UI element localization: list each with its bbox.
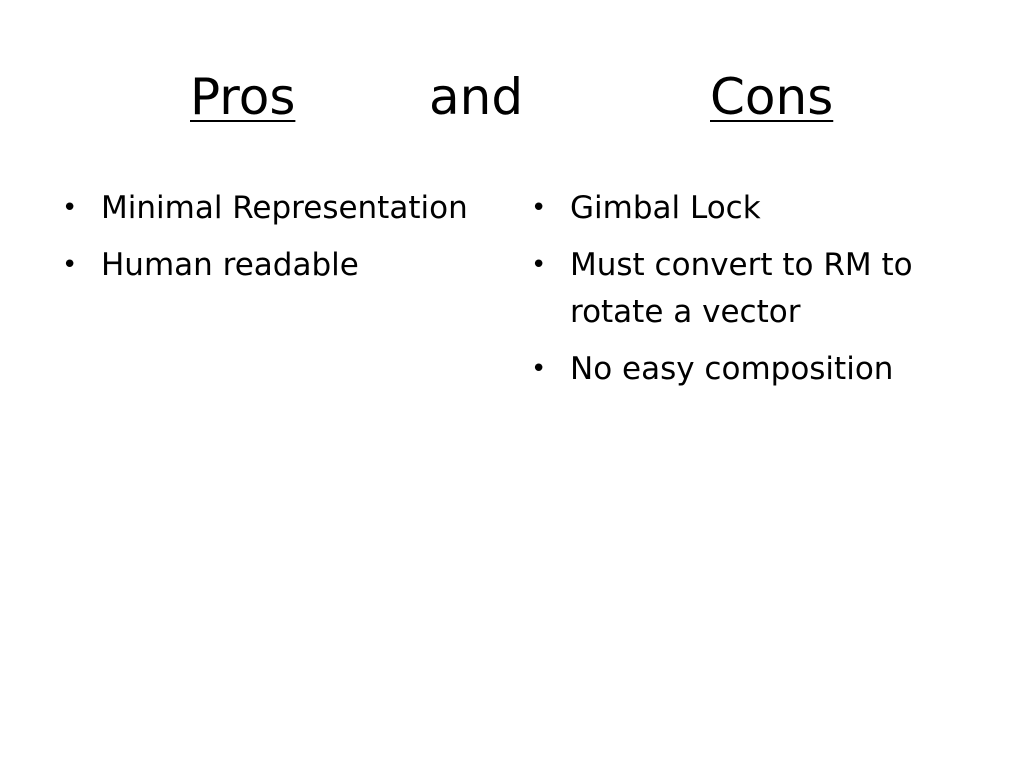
cons-list: • Gimbal Lock • Must convert to RM to ro…: [531, 185, 971, 403]
bullet-icon: •: [531, 193, 547, 223]
cons-item-text: No easy composition: [570, 351, 894, 387]
cons-item: • Gimbal Lock: [531, 185, 971, 232]
bullet-icon: •: [531, 354, 547, 384]
pros-item-text: Minimal Representation: [101, 190, 468, 226]
pros-item-text: Human readable: [101, 247, 359, 283]
cons-item: • Must convert to RM to rotate a vector: [531, 242, 971, 336]
title-and: and: [429, 68, 524, 126]
title-pros: Pros: [190, 68, 296, 126]
pros-item: • Minimal Representation: [62, 185, 512, 232]
cons-item-text: Must convert to RM to rotate a vector: [570, 247, 913, 330]
cons-item: • No easy composition: [531, 346, 971, 393]
title-cons: Cons: [710, 68, 834, 126]
pros-list: • Minimal Representation • Human readabl…: [62, 185, 512, 299]
bullet-icon: •: [62, 250, 78, 280]
cons-item-text: Gimbal Lock: [570, 190, 761, 226]
bullet-icon: •: [62, 193, 78, 223]
bullet-icon: •: [531, 250, 547, 280]
pros-item: • Human readable: [62, 242, 512, 289]
